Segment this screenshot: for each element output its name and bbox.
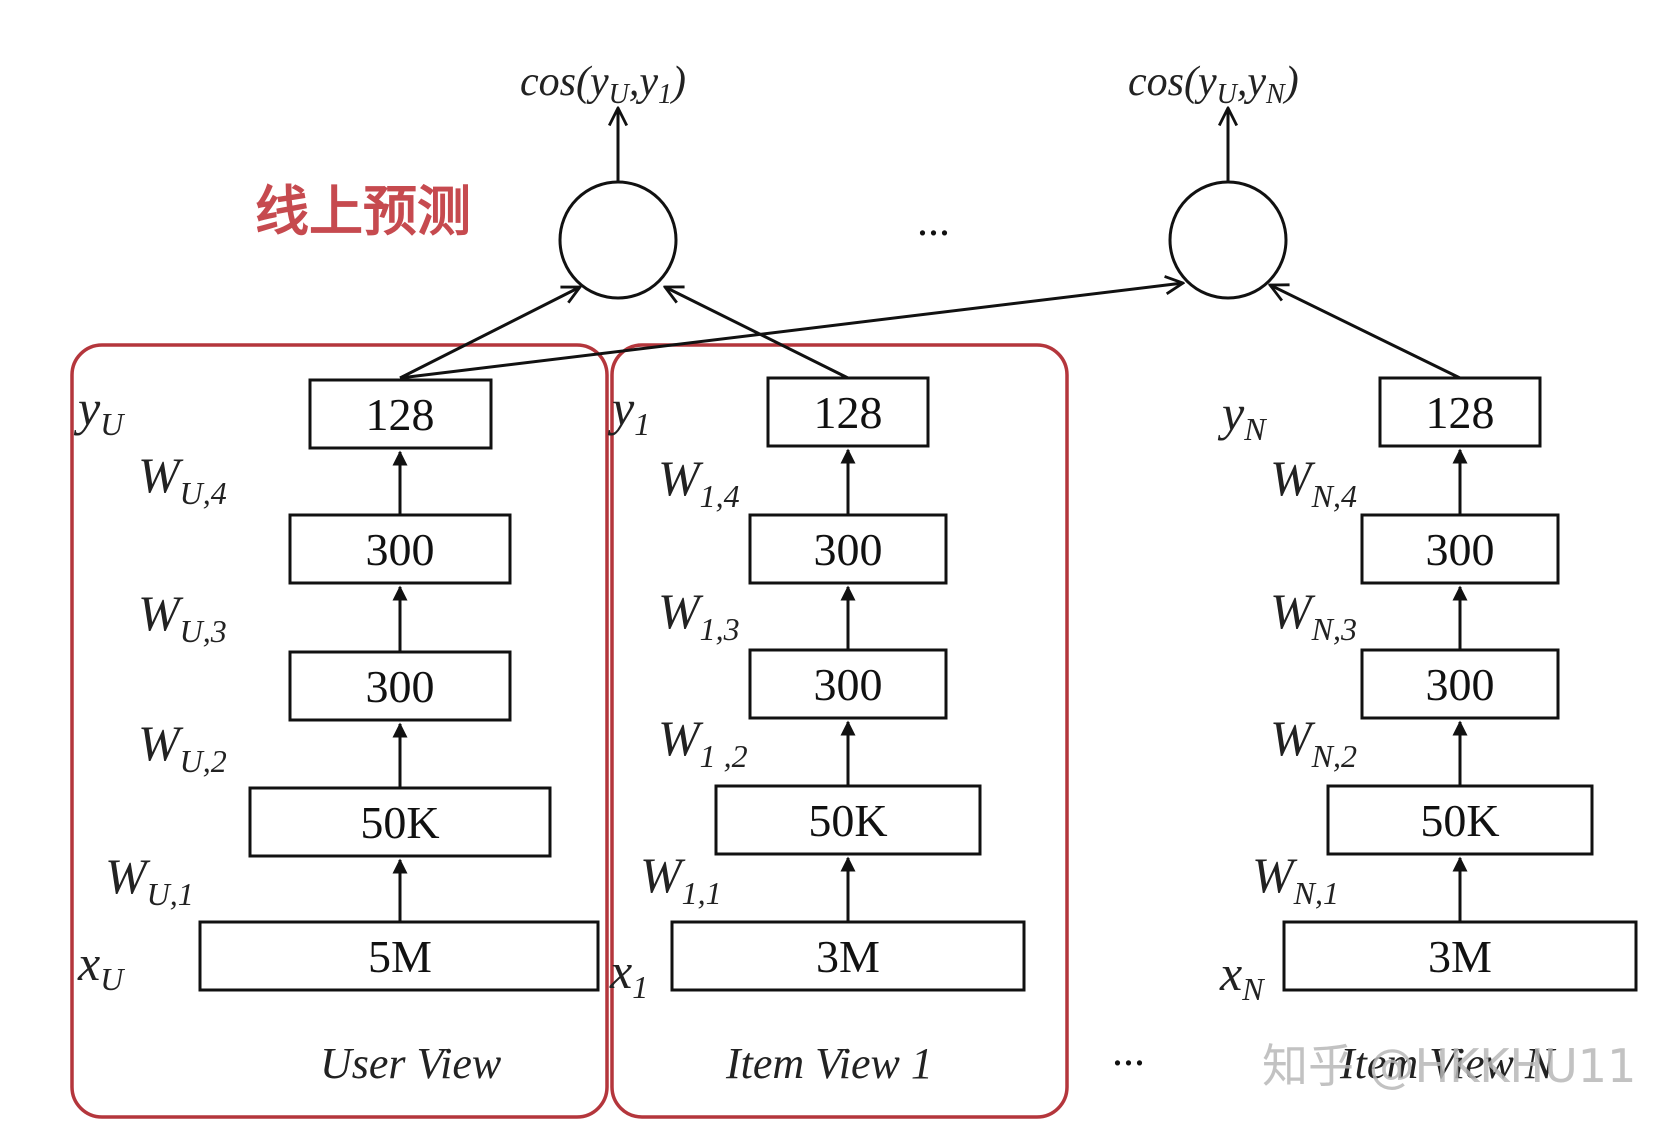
input-vector-label: x1 <box>609 943 648 1005</box>
weight-label: WN,2 <box>1270 710 1357 774</box>
item1-to-cos1-arrow <box>665 287 849 380</box>
tower-item-view-1: 128 300 300 50K 3M y1 W1,4 W1,3 W1 ,2 W1… <box>607 376 1026 1088</box>
layer-value: 5M <box>368 931 432 982</box>
user-to-cos1-arrow <box>399 287 580 380</box>
layer-value: 3M <box>1428 931 1492 982</box>
weight-label: W1,3 <box>658 583 740 647</box>
tower-caption: Item View N <box>1339 1039 1557 1088</box>
layer-value: 50K <box>808 795 887 846</box>
layer-value: 50K <box>360 797 439 848</box>
ellipsis-top: ... <box>917 196 950 245</box>
weight-label: WN,1 <box>1252 847 1339 911</box>
tower-caption: Item View 1 <box>725 1039 933 1088</box>
cosine-label-1: cos(yU,y1) <box>520 59 686 110</box>
layer-box <box>1360 513 1560 585</box>
weight-label: W1,1 <box>640 847 722 911</box>
output-vector-label: yN <box>1217 385 1267 447</box>
itemn-to-cosn-arrow <box>1270 285 1461 380</box>
item-view-1-group <box>610 343 1069 1119</box>
layer-value: 3M <box>816 931 880 982</box>
layer-box <box>198 920 600 992</box>
layer-box <box>1360 648 1560 720</box>
output-vector-label: y1 <box>607 380 650 442</box>
weight-label: WN,4 <box>1270 450 1357 514</box>
layer-box <box>308 378 493 450</box>
weight-label: WU,1 <box>105 848 194 912</box>
layer-box <box>1326 784 1594 856</box>
tower-user-view: 128 300 300 50K 5M yU WU,4 WU,3 WU,2 WU,… <box>73 378 600 1088</box>
ellipsis-bottom: ... <box>1112 1026 1145 1075</box>
weight-label: WN,3 <box>1270 583 1357 647</box>
user-to-cosn-arrow <box>399 283 1183 380</box>
cosine-label-n: cos(yU,yN) <box>1128 59 1299 110</box>
input-vector-label: xN <box>1219 945 1265 1007</box>
layer-box <box>748 513 948 585</box>
layer-box <box>248 786 552 858</box>
layer-box <box>748 648 948 720</box>
weight-label: WU,4 <box>138 447 227 511</box>
cosine-node-1 <box>558 180 678 300</box>
output-vector-label: yU <box>73 380 125 442</box>
layer-value: 300 <box>814 524 883 575</box>
layer-value: 128 <box>366 389 435 440</box>
tower-item-view-n: 128 300 300 50K 3M yN WN,4 WN,3 WN,2 WN,… <box>1217 376 1638 1088</box>
layer-value: 300 <box>1426 524 1495 575</box>
weight-label: W1,4 <box>658 450 740 514</box>
layer-box <box>1282 920 1638 992</box>
layer-box <box>1378 376 1542 448</box>
input-vector-label: xU <box>77 935 125 997</box>
weight-label: WU,3 <box>138 585 227 649</box>
layer-box <box>766 376 930 448</box>
cosine-node-n <box>1168 180 1288 300</box>
weight-label: WU,2 <box>138 715 227 779</box>
layer-box <box>670 920 1026 992</box>
weight-label: W1 ,2 <box>658 710 748 774</box>
zhihu-watermark: 知乎 @HKKHU11 <box>1262 1039 1636 1093</box>
layer-value: 128 <box>1426 387 1495 438</box>
layer-value: 300 <box>366 661 435 712</box>
tower-caption: User View <box>320 1039 502 1088</box>
layer-value: 128 <box>814 387 883 438</box>
layer-value: 300 <box>1426 659 1495 710</box>
layer-value: 300 <box>366 524 435 575</box>
layer-value: 50K <box>1420 795 1499 846</box>
layer-value: 300 <box>814 659 883 710</box>
user-view-group <box>70 343 609 1119</box>
online-prediction-heading: 线上预测 <box>255 180 471 243</box>
layer-box <box>714 784 982 856</box>
